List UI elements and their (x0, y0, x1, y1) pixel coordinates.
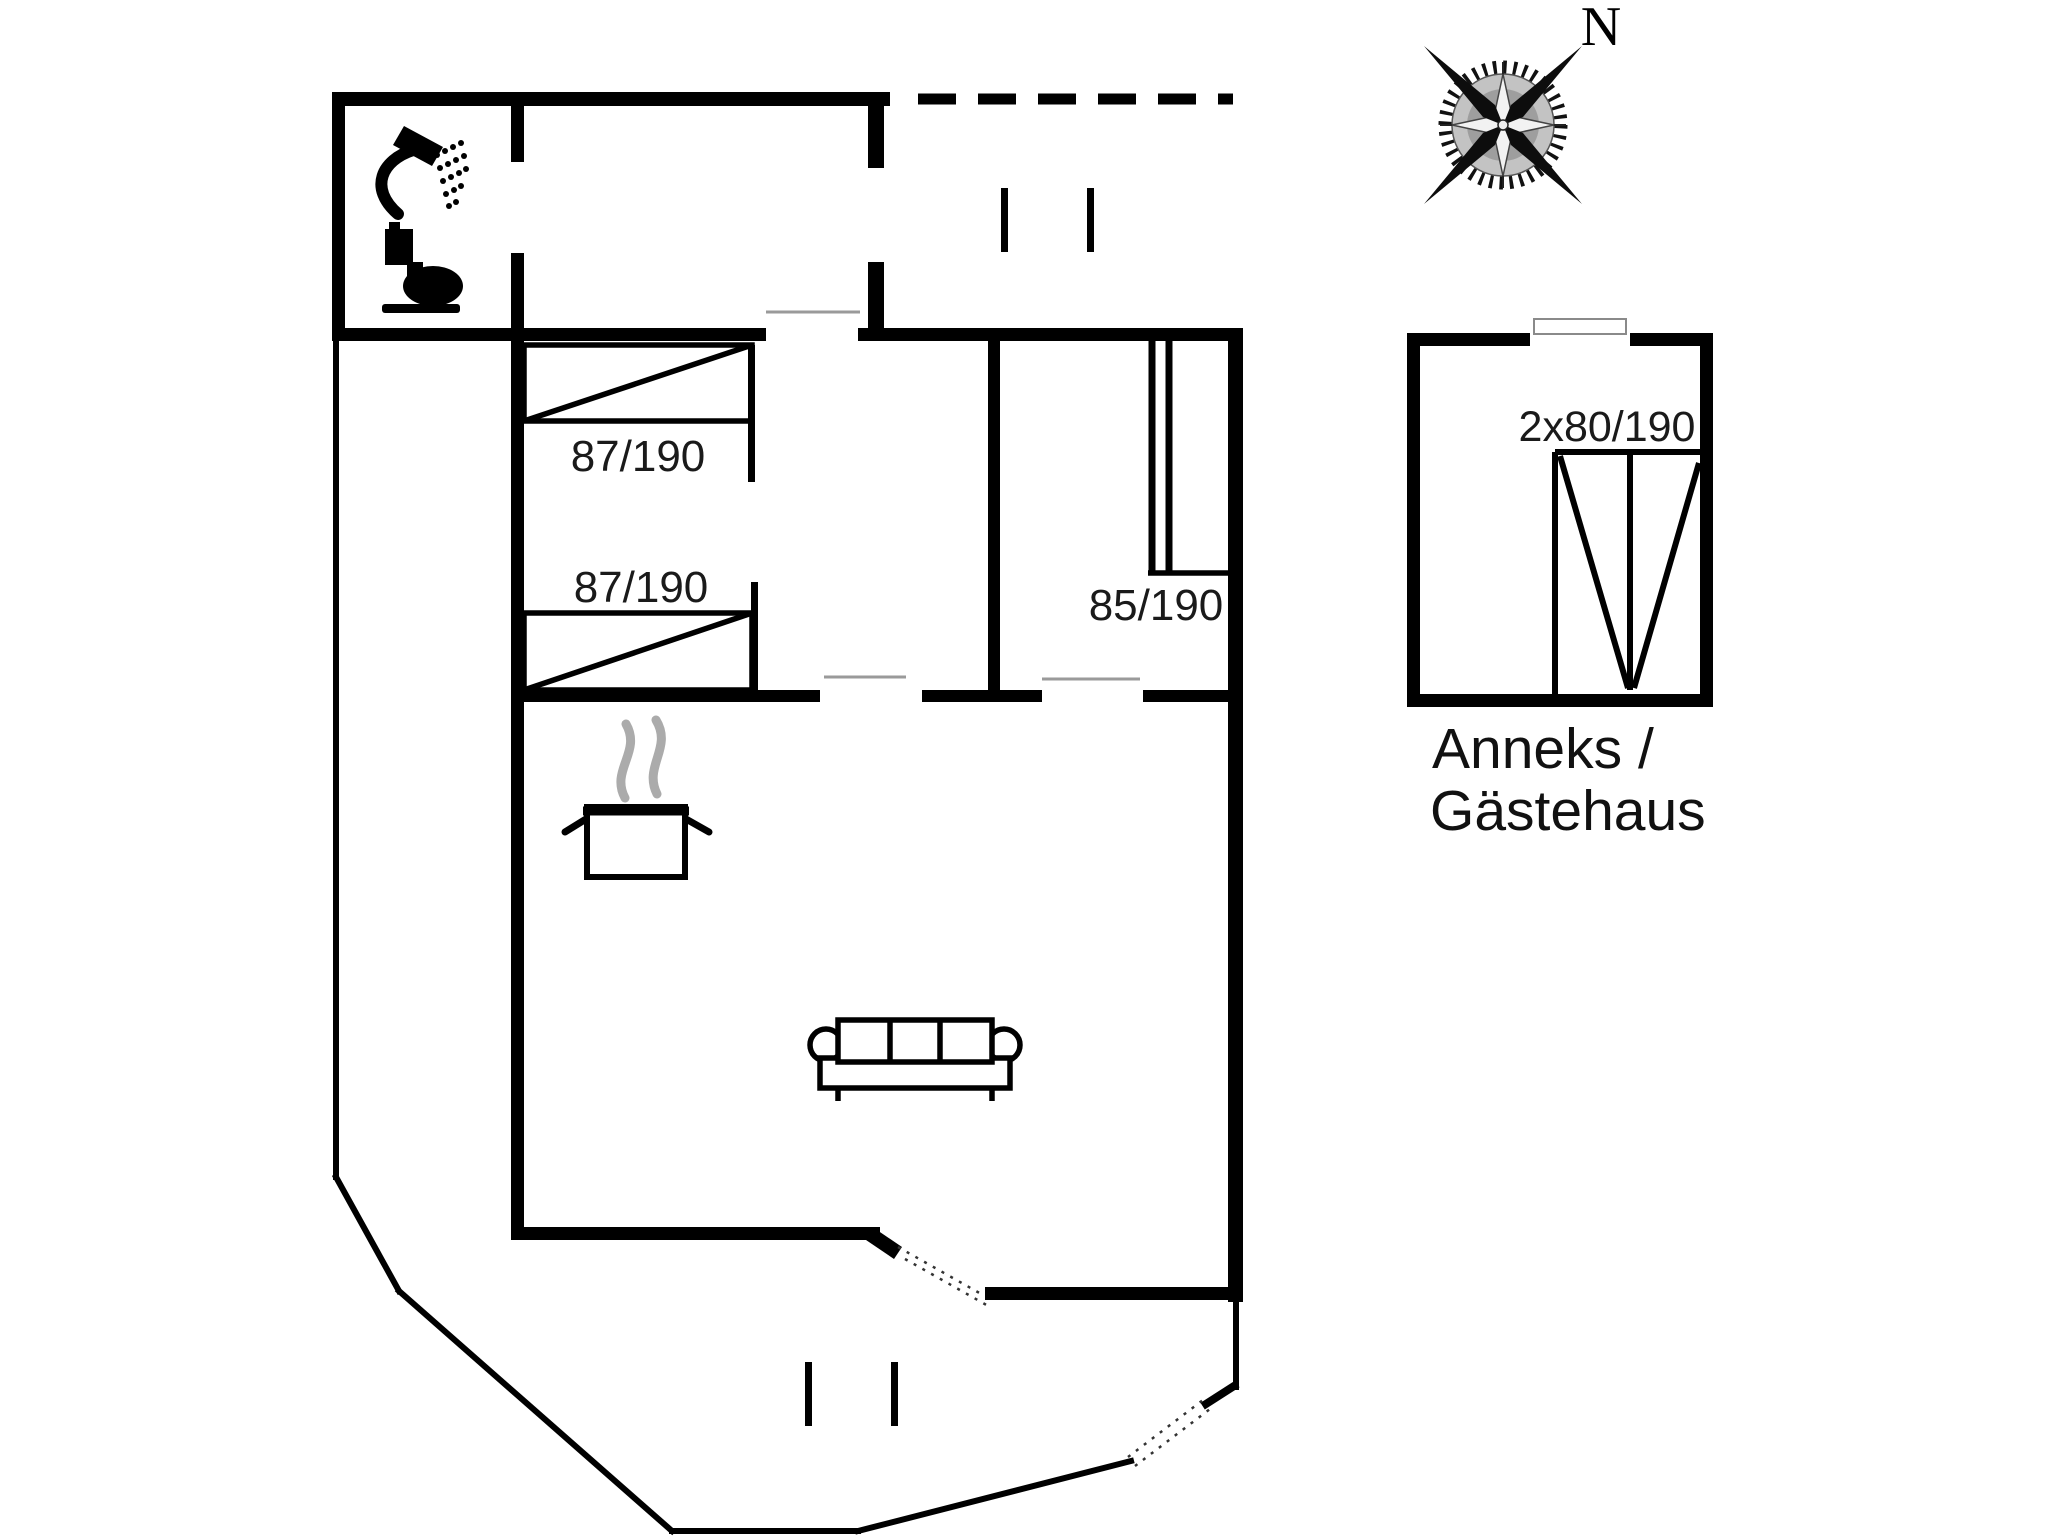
single-bed-top-icon (521, 342, 755, 424)
toilet-icon (382, 222, 463, 313)
bed-size-label: 87/190 (571, 432, 706, 481)
north-label: N (1581, 0, 1621, 58)
door-openings (766, 310, 1140, 681)
cooking-pot-icon (561, 804, 713, 880)
annex-walls (1407, 333, 1713, 707)
terrace-post (805, 1362, 812, 1426)
annex-caption-line1: Anneks / (1432, 717, 1654, 781)
shower-spray (434, 140, 469, 209)
compass-rose-icon: N (1424, 0, 1621, 204)
terrace-post (1001, 188, 1008, 252)
bed-size-label: 87/190 (574, 563, 709, 612)
double-bed-icon (1552, 449, 1703, 694)
walls (332, 92, 1243, 1302)
annex-door-step (1533, 318, 1627, 335)
single-bed-right-icon (1148, 335, 1228, 576)
open-door-dotted-icon (897, 1245, 991, 1309)
main-house: 87/190 87/190 85/190 (331, 92, 1243, 1536)
single-bed-bottom-icon (521, 610, 755, 693)
shower-icon (375, 126, 469, 220)
open-gate-dotted-icon (1127, 1399, 1211, 1467)
terrace-post (891, 1362, 898, 1426)
bed-size-label: 2x80/190 (1519, 403, 1696, 451)
terrace-outline (331, 338, 1240, 1536)
sofa-icon (807, 1017, 1023, 1101)
bed-size-label: 85/190 (1089, 581, 1224, 630)
steam-icon (616, 715, 666, 803)
compass-blades (1424, 46, 1582, 204)
terrace-post (1087, 188, 1094, 252)
terrace-posts (805, 188, 1094, 1426)
annex-building: 2x80/190 Anneks / Gästehaus (1407, 318, 1713, 843)
annex-caption-line2: Gästehaus (1430, 779, 1706, 843)
